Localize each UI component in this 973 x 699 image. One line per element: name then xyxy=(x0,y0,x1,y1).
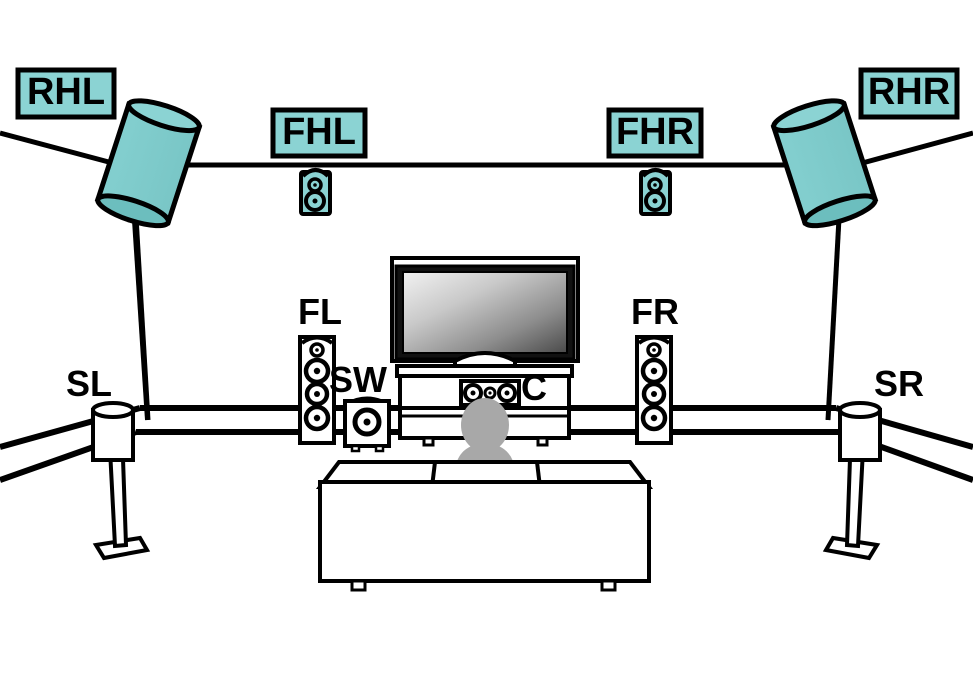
speaker-fr[interactable] xyxy=(635,335,673,445)
rhl-cylinder-bottom xyxy=(95,193,171,229)
fl-woofer-upper-dot xyxy=(314,391,320,397)
sofa[interactable] xyxy=(315,460,654,592)
speaker-subwoofer[interactable] xyxy=(343,396,391,453)
speaker-fhr[interactable] xyxy=(639,168,672,216)
rhr-drop-wire xyxy=(826,204,842,421)
sw-foot-left xyxy=(350,444,361,453)
fhr-label-box xyxy=(606,107,704,159)
speaker-sl[interactable] xyxy=(91,401,151,561)
rhr-cylinder-top xyxy=(771,98,847,134)
fl-label-text: FL xyxy=(298,291,342,332)
rhr-label-text: RHR xyxy=(868,71,950,113)
sofa-foot-left xyxy=(350,579,367,592)
center-woofer-right-dot xyxy=(504,390,510,396)
fhr-cabinet-top-curve xyxy=(641,168,670,178)
fr-woofer-upper-dot xyxy=(651,391,657,397)
sw-label-text: SW xyxy=(329,359,387,400)
c-label-text: C xyxy=(521,367,547,408)
fhr-tweeter-dot xyxy=(653,183,657,187)
label-rhl: RHL xyxy=(15,67,117,120)
rhr-cylinder-bottom xyxy=(802,193,878,229)
sofa-front-panel xyxy=(318,480,651,583)
fr-tweeter-dot xyxy=(652,348,656,352)
fr-label-text: FR xyxy=(631,291,679,332)
fl-cabinet-top xyxy=(300,335,334,345)
person-head xyxy=(461,398,509,452)
fhl-label-text: FHL xyxy=(282,111,356,153)
cabinet-foot-left xyxy=(422,436,435,447)
cabinet-foot-right xyxy=(536,436,549,447)
fl-midrange-dot xyxy=(313,367,321,375)
fhl-woofer-dot xyxy=(312,198,318,204)
fr-midrange-dot xyxy=(650,367,658,375)
fhr-label-text: FHR xyxy=(616,111,694,153)
sw-foot-right xyxy=(374,444,385,453)
fl-woofer-lower-dot xyxy=(313,414,321,422)
sr-cabinet-top xyxy=(838,401,882,419)
center-tweeter-dot xyxy=(488,391,492,395)
fl-tweeter-dot xyxy=(315,348,319,352)
television[interactable] xyxy=(390,256,580,373)
fhl-tweeter-dot xyxy=(313,183,317,187)
rhl-cylinder-top xyxy=(126,98,202,134)
fhr-woofer-dot xyxy=(652,198,658,204)
rhl-label-box xyxy=(15,67,117,120)
label-fhr: FHR xyxy=(606,107,704,159)
speaker-center[interactable] xyxy=(459,379,521,407)
fhl-cabinet-top-curve xyxy=(301,168,330,178)
rhl-drop-wire xyxy=(131,204,149,421)
label-rhr: RHR xyxy=(858,67,960,120)
sofa-foot-right xyxy=(600,579,617,592)
label-fhl: FHL xyxy=(270,107,368,159)
rhr-label-box xyxy=(858,67,960,120)
speaker-rhr[interactable] xyxy=(770,95,879,232)
rhl-label-text: RHL xyxy=(27,71,105,113)
sw-driver-dot xyxy=(363,418,371,426)
speaker-fhl[interactable] xyxy=(299,168,332,216)
ceiling-left-edge xyxy=(0,130,121,168)
ceiling-mount-wires xyxy=(131,204,842,421)
sr-label-text: SR xyxy=(874,363,924,404)
ceiling-right-edge xyxy=(854,130,973,168)
center-woofer-left-dot xyxy=(470,390,476,396)
sl-cabinet-top xyxy=(91,401,135,419)
sl-label-text: SL xyxy=(66,363,112,404)
speaker-fl[interactable] xyxy=(298,335,336,445)
speaker-rhl[interactable] xyxy=(94,95,203,232)
tv-screen xyxy=(402,271,568,354)
speaker-sr[interactable] xyxy=(822,401,882,561)
fr-cabinet-top xyxy=(637,335,671,345)
fr-woofer-lower-dot xyxy=(650,414,658,422)
fhl-label-box xyxy=(270,107,368,159)
